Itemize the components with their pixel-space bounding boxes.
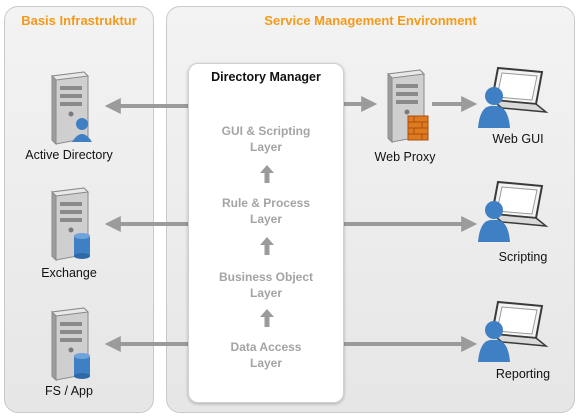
gui-scripting-layer: GUI & Scripting Layer <box>189 123 343 155</box>
up-arrow-icon <box>260 165 274 183</box>
service-management-title: Service Management Environment <box>264 13 477 28</box>
web-gui-user-laptop-icon <box>478 66 549 128</box>
directory-manager-title: Directory Manager <box>211 70 321 84</box>
layer-line: Layer <box>249 356 283 370</box>
layer-line: Layer <box>249 212 283 226</box>
layer-line: Data Access <box>230 340 302 354</box>
up-arrow-icon <box>260 309 274 327</box>
layer-line: Business Object <box>218 270 314 284</box>
layer-line: Rule & Process <box>221 196 311 210</box>
rule-process-layer: Rule & Process Layer <box>189 195 343 227</box>
scripting-label: Scripting <box>498 250 548 264</box>
up-arrow-icon <box>260 237 274 255</box>
reporting-user-laptop-icon <box>478 300 549 362</box>
fs-app-label: FS / App <box>45 384 93 398</box>
exchange-label: Exchange <box>41 266 97 280</box>
data-access-layer: Data Access Layer <box>189 339 343 371</box>
reporting-label: Reporting <box>495 367 551 381</box>
web-proxy-label: Web Proxy <box>374 150 436 164</box>
scripting-user-laptop-icon <box>478 180 549 242</box>
basis-infrastruktur-title: Basis Infrastruktur <box>21 13 137 28</box>
layer-line: Layer <box>249 286 283 300</box>
active-directory-label: Active Directory <box>25 148 113 162</box>
active-directory-server-icon <box>50 71 92 146</box>
layer-line: Layer <box>249 140 283 154</box>
layer-line: GUI & Scripting <box>221 124 311 138</box>
directory-manager-box: Directory Manager GUI & Scripting Layer … <box>188 63 344 403</box>
fs-app-server-icon <box>50 307 90 382</box>
web-gui-label: Web GUI <box>492 132 544 146</box>
web-proxy-server-icon <box>386 69 429 144</box>
business-object-layer: Business Object Layer <box>189 269 343 301</box>
exchange-server-icon <box>50 187 90 262</box>
